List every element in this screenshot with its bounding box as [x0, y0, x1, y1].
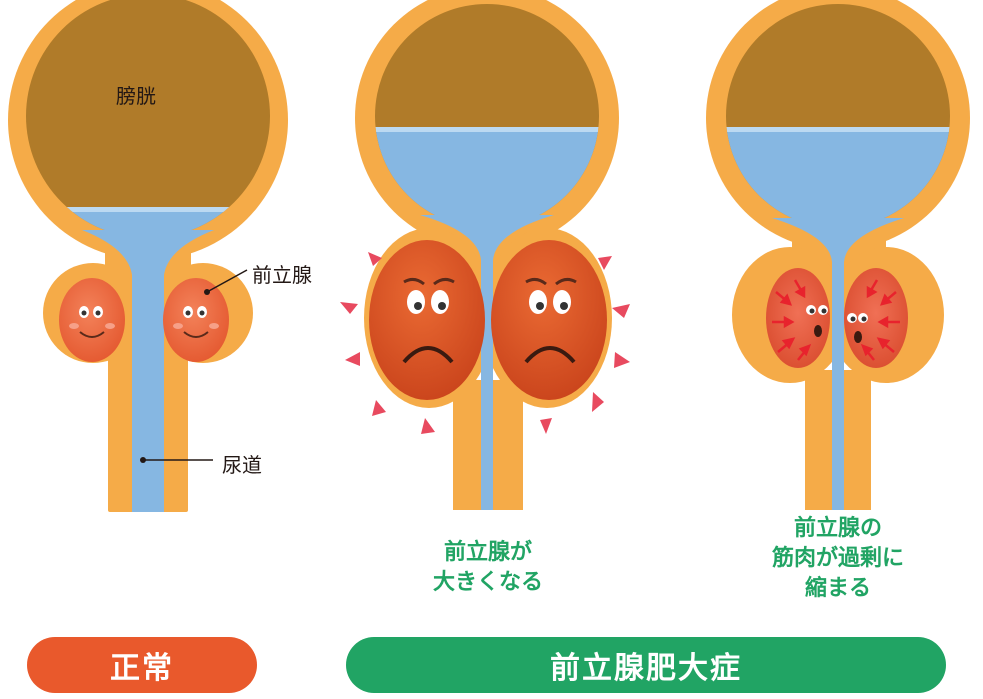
muscle-caption: 前立腺の 筋肉が過剰に 縮まる: [728, 514, 948, 604]
bph-pill-label: 前立腺肥大症: [346, 637, 946, 693]
urethra-label: 尿道: [222, 453, 262, 477]
prostate-right-enlarged: [491, 240, 607, 400]
muscle-caption-line-1: 前立腺の: [793, 516, 882, 541]
enlarged-caption-line-1: 前立腺が: [443, 540, 532, 565]
contracted-bladder-figure: [706, 0, 970, 510]
normal-pill-label: 正常: [27, 637, 257, 693]
contraction-arrows-icon: [772, 279, 900, 361]
prostate-left-normal: [59, 278, 125, 362]
prostate-label: 前立腺: [252, 263, 312, 287]
prostate-right-normal: [163, 278, 229, 362]
enlarged-bladder-figure: [340, 0, 630, 510]
prostate-left-contracted: [766, 268, 830, 368]
worried-face-icon: [524, 277, 577, 364]
surprised-face-icon: [847, 313, 868, 343]
prostate-left-enlarged: [369, 240, 485, 400]
muscle-caption-line-2: 筋肉が過剰に: [771, 546, 904, 571]
pressure-spikes-icon: [340, 252, 630, 434]
smiling-face-icon: [173, 306, 219, 338]
prostate-right-contracted: [844, 268, 908, 368]
bladder-label: 膀胱: [116, 84, 156, 108]
smiling-face-icon: [69, 306, 115, 338]
muscle-caption-line-3: 縮まる: [804, 576, 871, 601]
worried-face-icon: [402, 277, 455, 364]
enlarged-caption: 前立腺が 大きくなる: [398, 538, 578, 598]
enlarged-caption-line-2: 大きくなる: [432, 570, 543, 595]
normal-bladder-figure: [8, 0, 288, 512]
surprised-face-icon: [806, 305, 828, 337]
